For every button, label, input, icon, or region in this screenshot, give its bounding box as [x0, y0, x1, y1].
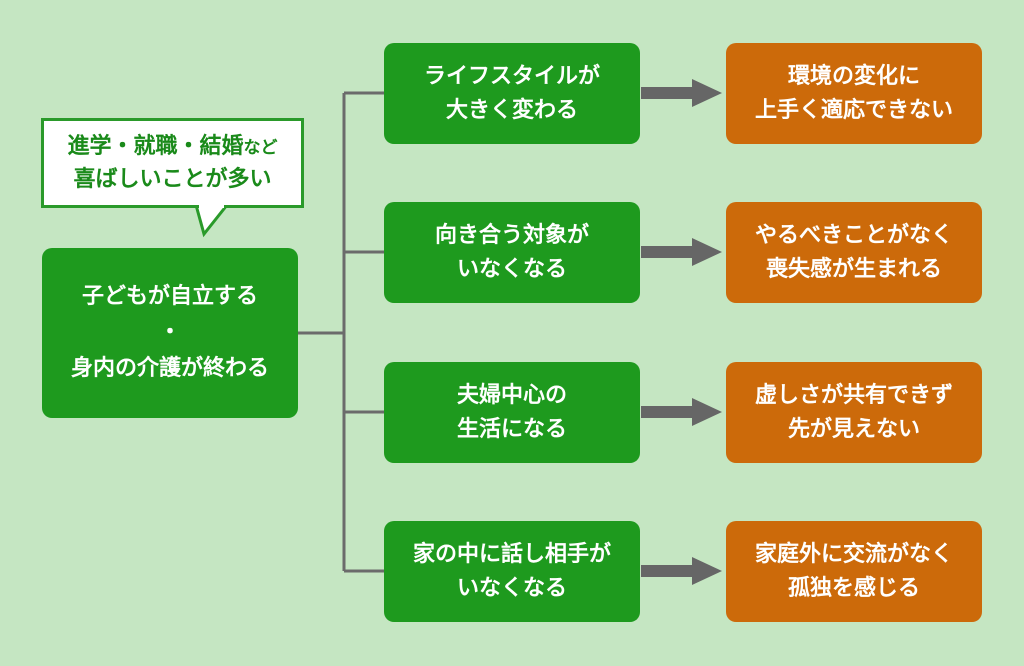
cause-2-line-2: いなくなる	[456, 256, 567, 282]
effect-box-3: 虚しさが共有できず 先が見えない	[726, 362, 982, 463]
effect-box-1: 環境の変化に 上手く適応できない	[726, 43, 982, 144]
effect-1-line-1: 環境の変化に	[787, 63, 920, 89]
effect-4-line-1: 家庭外に交流がなく	[754, 541, 953, 567]
cause-box-1: ライフスタイルが 大きく変わる	[384, 43, 640, 144]
effect-2-line-1: やるべきことがなく	[754, 222, 953, 248]
cause-box-2: 向き合う対象が いなくなる	[384, 202, 640, 303]
effect-2-line-2: 喪失感が生まれる	[765, 256, 942, 282]
bubble-tail	[194, 203, 231, 238]
speech-bubble: 進学・就職・結婚など 喜ばしいことが多い	[41, 118, 304, 208]
cause-2-line-1: 向き合う対象が	[434, 222, 589, 248]
main-box: 子どもが自立する ・ 身内の介護が終わる	[42, 248, 298, 418]
cause-3-line-2: 生活になる	[456, 416, 567, 442]
effect-1-line-2: 上手く適応できない	[754, 97, 953, 123]
bubble-line-2: 喜ばしいことが多い	[73, 166, 272, 192]
bubble-line-1: 進学・就職・結婚など	[67, 131, 277, 164]
cause-box-4: 家の中に話し相手が いなくなる	[384, 521, 640, 622]
main-line-1: 子どもが自立する	[81, 284, 258, 309]
arrow-1	[641, 79, 722, 107]
cause-4-line-2: いなくなる	[456, 575, 567, 601]
cause-1-line-2: 大きく変わる	[445, 97, 578, 123]
cause-4-line-1: 家の中に話し相手が	[412, 541, 611, 567]
main-line-3: 身内の介護が終わる	[70, 356, 269, 381]
bubble-line-1-text: 進学・就職・結婚	[67, 133, 244, 159]
bubble-tail-joint	[199, 202, 224, 208]
cause-1-line-1: ライフスタイルが	[423, 63, 600, 89]
cause-3-line-1: 夫婦中心の	[456, 382, 567, 408]
bubble-line-1-suffix: など	[243, 137, 278, 158]
main-line-2: ・	[158, 320, 181, 345]
effect-4-line-2: 孤独を感じる	[787, 575, 920, 601]
arrow-2	[641, 238, 722, 266]
arrow-4	[641, 557, 722, 585]
arrow-3	[641, 398, 722, 426]
effect-3-line-2: 先が見えない	[787, 416, 920, 442]
cause-box-3: 夫婦中心の 生活になる	[384, 362, 640, 463]
effect-box-4: 家庭外に交流がなく 孤独を感じる	[726, 521, 982, 622]
effect-3-line-1: 虚しさが共有できず	[754, 382, 953, 408]
effect-box-2: やるべきことがなく 喪失感が生まれる	[726, 202, 982, 303]
